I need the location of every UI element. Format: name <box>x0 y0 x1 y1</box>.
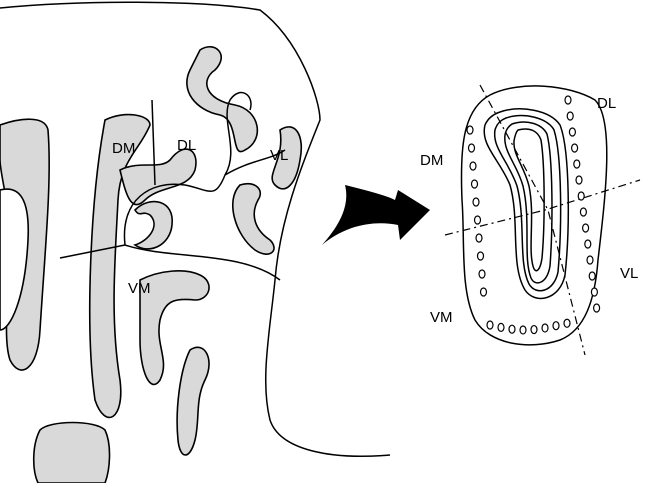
right-axis-2 <box>444 179 641 236</box>
right-label-dl: DL <box>597 95 616 112</box>
right-ring-1 <box>483 108 570 300</box>
receptor-dot <box>486 320 494 330</box>
receptor-dot <box>586 255 594 265</box>
receptor-dot <box>470 179 479 189</box>
receptor-dot <box>541 323 549 333</box>
receptor-dot <box>575 175 583 185</box>
left-label-dl: DL <box>177 137 196 154</box>
receptor-dot <box>479 287 488 297</box>
right-label-dm: DM <box>420 152 443 169</box>
receptor-dot <box>573 159 581 169</box>
receptor-dot <box>476 251 485 261</box>
receptor-dot <box>581 223 590 233</box>
receptor-dot <box>590 287 599 297</box>
receptor-dot <box>588 271 596 281</box>
receptor-dot <box>473 215 482 225</box>
receptor-dot <box>519 325 527 335</box>
left-divider-horizontal <box>59 244 126 259</box>
receptor-dot <box>584 239 592 249</box>
left-ventral-fold <box>139 270 210 386</box>
right-axis-1 <box>479 84 586 356</box>
receptor-dot <box>552 321 560 331</box>
left-region-loop <box>123 91 286 281</box>
left-label-dm: DM <box>112 140 135 157</box>
receptor-dot <box>475 233 483 243</box>
left-vl-fold <box>271 126 302 190</box>
right-label-vl: VL <box>620 265 638 282</box>
receptor-dot <box>469 161 477 171</box>
receptor-dots <box>466 95 601 335</box>
left-bottom-block <box>32 421 111 483</box>
receptor-dot <box>563 318 571 328</box>
receptor-dot <box>472 197 480 207</box>
left-outer-outline <box>0 1 391 457</box>
left-label-vm: VM <box>128 280 151 297</box>
right-label-vm: VM <box>430 309 453 326</box>
receptor-dot <box>508 324 516 334</box>
receptor-dot <box>530 324 538 335</box>
receptor-dot <box>592 303 601 313</box>
left-divider-vertical <box>151 99 156 186</box>
receptor-dot <box>497 322 505 332</box>
left-label-vl: VL <box>270 147 288 164</box>
receptor-dot <box>566 111 574 121</box>
left-central-fold <box>133 200 173 250</box>
receptor-dot <box>579 207 588 217</box>
right-outer-outline <box>460 85 608 346</box>
arrow-icon <box>322 185 430 245</box>
left-upper-turbinate <box>186 46 259 153</box>
receptor-dot <box>570 143 579 153</box>
right-ring-2 <box>493 114 562 292</box>
right-ring-3 <box>504 121 553 284</box>
left-conchae-inner <box>0 188 30 331</box>
receptor-dot <box>568 127 577 137</box>
left-lower-shape <box>176 346 210 456</box>
receptor-dot <box>564 95 572 105</box>
receptor-dot <box>577 191 585 201</box>
receptor-dot <box>467 143 476 153</box>
receptor-dot <box>478 269 486 279</box>
left-septum <box>88 113 151 419</box>
left-lateral-fold <box>232 182 275 255</box>
right-ring-4 <box>513 128 545 272</box>
receptor-dot <box>466 125 474 135</box>
